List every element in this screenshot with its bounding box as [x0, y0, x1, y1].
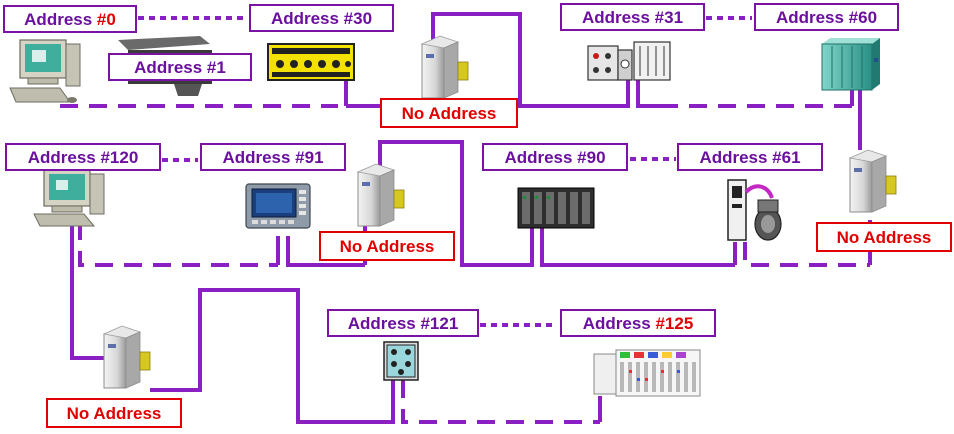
repeater-icon: [421, 35, 469, 99]
address-label-text: Address #120: [27, 147, 139, 167]
address-number-highlight: #0: [96, 9, 116, 29]
cabinet-icon: [821, 38, 880, 91]
address-label-120: Address #120: [5, 143, 161, 171]
bus-segment: [378, 140, 534, 267]
address-label-0: Address #0: [3, 5, 137, 33]
address-label-1: Address #1: [108, 53, 252, 81]
no-address-text: No Address: [836, 227, 932, 247]
bus-segment: [286, 236, 365, 267]
address-label-text: Address #60: [775, 7, 878, 27]
no-address-label: No Address: [46, 398, 182, 428]
bus-segment: [636, 80, 660, 108]
address-label-91: Address #91: [200, 143, 346, 171]
repeater-icon: [103, 325, 151, 389]
bus-segment: [70, 226, 104, 360]
valve-terminal-icon: [383, 341, 419, 381]
address-label-61: Address #61: [677, 143, 823, 171]
no-address-text: No Address: [66, 403, 162, 423]
address-label-text: Address: [24, 9, 97, 29]
io-module-icon: [267, 43, 355, 81]
servo-drive-icon: [727, 179, 782, 241]
bus-segment: [540, 222, 735, 267]
address-label-121: Address #121: [327, 309, 479, 337]
address-label-text: Address #90: [504, 147, 606, 167]
plc-rack-icon: [517, 187, 595, 229]
address-label-text: Address: [582, 313, 656, 333]
no-address-text: No Address: [339, 236, 435, 256]
address-label-text: Address #121: [347, 313, 459, 333]
address-number-highlight: #125: [655, 313, 694, 333]
address-label-125: Address #125: [560, 309, 716, 337]
bus-segment: [401, 380, 600, 424]
repeater-icon: [849, 149, 897, 213]
address-label-text: Address #91: [222, 147, 324, 167]
address-label-text: Address #30: [270, 8, 373, 28]
operator-panel-icon: [245, 183, 311, 229]
no-address-label: No Address: [816, 222, 952, 252]
address-label-30: Address #30: [249, 4, 394, 32]
no-address-label: No Address: [319, 231, 455, 261]
bus-segment: [743, 242, 870, 267]
drive-module-icon: [587, 41, 671, 81]
address-label-31: Address #31: [560, 3, 705, 31]
address-label-60: Address #60: [754, 3, 899, 31]
bus-segment: [150, 288, 395, 424]
no-address-label: No Address: [380, 98, 518, 128]
pc-computer-icon: [33, 169, 105, 227]
repeater-icon: [357, 163, 405, 227]
terminal-block-icon: [593, 349, 701, 397]
bus-segment: [431, 12, 630, 108]
address-label-text: Address #1: [134, 57, 226, 77]
address-label-text: Address #31: [581, 7, 684, 27]
address-label-text: Address #61: [699, 147, 801, 167]
no-address-text: No Address: [401, 103, 497, 123]
pc-computer-icon: [9, 39, 81, 103]
bus-segment: [78, 222, 278, 267]
address-label-90: Address #90: [482, 143, 628, 171]
